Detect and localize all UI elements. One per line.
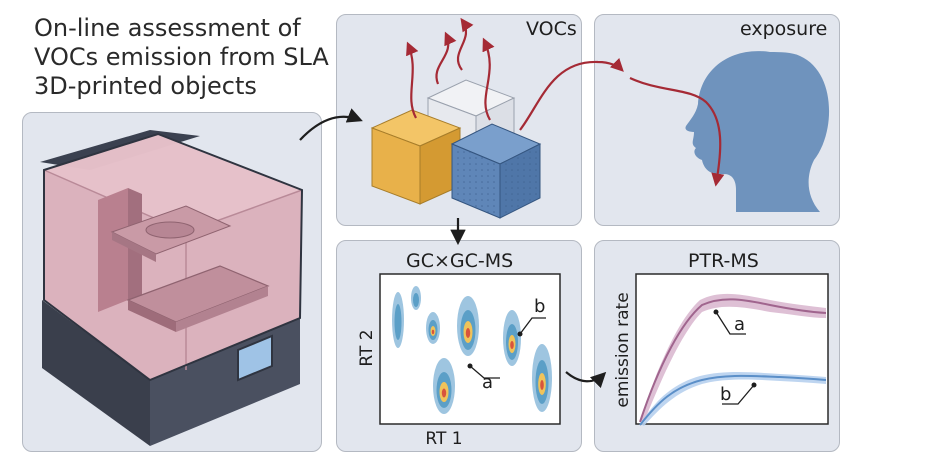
ptr-label: PTR-MS [688, 250, 759, 272]
gc-mark-a: a [482, 372, 493, 393]
gcgc-label: GC×GC-MS [406, 250, 514, 272]
ptr-mark-b: b [720, 384, 731, 405]
ptr-yaxis-label: emission rate [613, 292, 633, 407]
gc-xaxis-label: RT 1 [425, 429, 462, 449]
gc-yaxis-label: RT 2 [357, 329, 377, 366]
arrow-gcgc-to-ptr [565, 371, 607, 389]
voc-emission-arrows [406, 17, 624, 131]
inhalation-arrow [629, 77, 725, 187]
gcgc-chromatogram [379, 273, 561, 425]
human-head-silhouette [685, 51, 830, 213]
title-line-3: 3D-printed objects [34, 72, 257, 100]
diagram-title: On-line assessment of VOCs emission from… [34, 14, 329, 101]
gc-mark-b: b [534, 296, 545, 317]
ptr-emission-plot [635, 273, 829, 426]
arrow-printer-to-vocs [299, 108, 363, 141]
ptr-mark-a: a [734, 314, 745, 335]
title-line-1: On-line assessment of [34, 14, 301, 42]
vocs-cubes [370, 79, 542, 219]
sla-printer-illustration [40, 130, 304, 446]
vocs-label: VOCs [526, 18, 577, 40]
title-line-2: VOCs emission from SLA [34, 43, 329, 71]
exposure-label: exposure [740, 18, 828, 40]
